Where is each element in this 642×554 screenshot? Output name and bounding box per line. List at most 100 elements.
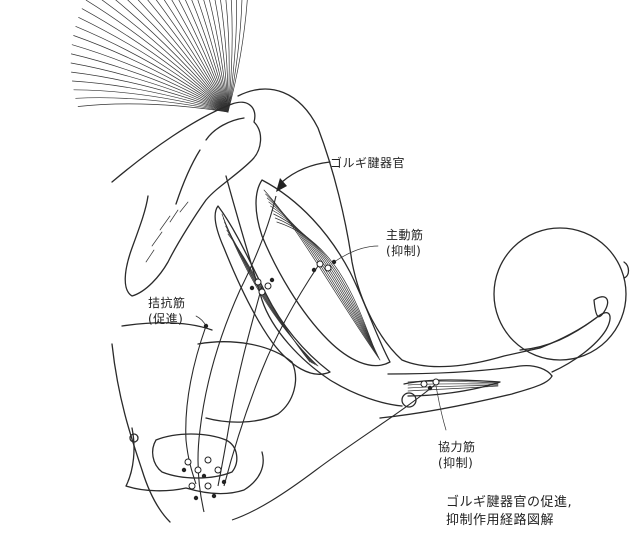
caption-line-2: 抑制作用経路図解 (446, 513, 555, 528)
muscle-fiber-line (266, 197, 379, 358)
muscle-fiber-lines (221, 189, 499, 392)
synapse-dot (427, 385, 433, 391)
brachialis-outline (214, 205, 331, 375)
nerve-pathway-return (217, 285, 263, 487)
muscle-fiber-line (171, 0, 229, 113)
muscle-fiber-line (214, 0, 229, 113)
forearm-muscle (403, 379, 501, 397)
muscle-fiber-line (75, 26, 229, 113)
agonist-effect-label: (抑制) (386, 244, 422, 258)
synapse-dot (311, 267, 317, 273)
synapse-ring (432, 378, 440, 386)
ball (493, 227, 627, 361)
muscle-fiber-line (265, 193, 380, 359)
synapse-ring (316, 260, 324, 268)
ball-knob (623, 261, 630, 279)
muscle-fiber-line (115, 0, 229, 113)
scapula-hatching (145, 201, 189, 263)
muscle-fiber-line (209, 0, 229, 113)
synapse-dot (221, 479, 227, 485)
muscle-fiber-line (71, 44, 229, 113)
synapse-ring (214, 466, 222, 474)
golgi-arrowhead (276, 178, 287, 192)
nerve-pathway-antagonist (185, 325, 207, 485)
shoulder-outline (111, 101, 262, 297)
synapse-ring (324, 264, 332, 272)
thumb-outline (593, 296, 609, 318)
synapse-ring (204, 482, 212, 490)
muscle-fiber-line (155, 0, 229, 113)
synapse-ring (420, 380, 428, 388)
shoulder-muscle-fibers (70, 0, 248, 113)
muscle-fiber-line (273, 213, 376, 351)
muscle-fiber-line (127, 0, 229, 113)
forearm-lower-edge (379, 375, 553, 419)
muscle-fiber-line (81, 8, 229, 113)
synapse-ring (254, 278, 262, 286)
muscle-fiber-line (178, 0, 229, 113)
biceps-outline (255, 179, 391, 367)
muscle-fiber-line (147, 0, 229, 113)
muscle-fiber-line (70, 53, 229, 113)
nerve-pathway-golgi (197, 195, 277, 513)
muscle-fiber-line (75, 97, 229, 113)
caption-line-1: ゴルギ腱器官の促進, (446, 495, 573, 510)
muscle-fiber-line (220, 0, 229, 113)
synapse-ring (204, 456, 212, 464)
antagonist-effect-label: (促進) (148, 312, 184, 326)
muscle-fiber-line (271, 209, 377, 353)
muscle-fiber-line (163, 0, 229, 113)
agonist-label: 主動筋 (386, 228, 424, 242)
muscle-fiber-line (227, 0, 248, 113)
muscle-fiber-line (70, 62, 229, 113)
muscle-fiber-line (407, 383, 499, 386)
muscle-fiber-line (225, 0, 230, 113)
muscle-fiber-line (85, 0, 229, 113)
golgi-pointer-line (281, 161, 331, 183)
muscle-fiber-line (77, 103, 229, 113)
hand-outline (519, 312, 611, 373)
vertebra (197, 341, 297, 423)
muscle-fiber-line (222, 217, 317, 366)
synapse-ring (264, 282, 272, 290)
scapula-spine (175, 117, 245, 205)
muscle-fiber-line (137, 0, 229, 113)
muscle-fiber-line (227, 0, 233, 113)
spinal-cord-inner (151, 433, 238, 479)
nerve-pathway-synergist (231, 383, 437, 521)
synapse-points (181, 259, 440, 501)
synapse-dot (203, 323, 209, 329)
torso-contour (111, 322, 213, 523)
synapse-dot (249, 285, 255, 291)
synapse-dot (211, 493, 217, 499)
muscle-fiber-line (197, 0, 229, 113)
synapse-ring (184, 458, 192, 466)
muscle-fiber-line (191, 0, 229, 113)
muscle-fiber-line (276, 221, 374, 348)
forearm-upper-edge (387, 364, 553, 377)
muscle-fiber-line (71, 71, 229, 113)
synapse-dot (269, 277, 275, 283)
muscle-fiber-line (407, 385, 499, 392)
muscle-fiber-line (73, 35, 229, 113)
agonist-leader (333, 245, 379, 263)
synapse-dot (331, 259, 337, 265)
muscle-fiber-line (227, 0, 237, 113)
nerve-pathway-agonist (223, 265, 319, 487)
synergist-label: 協力筋 (438, 440, 476, 454)
muscle-fiber-line (203, 0, 229, 113)
synapse-dot (193, 495, 199, 501)
muscle-fiber-line (101, 0, 229, 113)
golgi-tendon-organ-label: ゴルギ腱器官 (330, 156, 406, 170)
rib-end (129, 433, 139, 443)
synapse-dot (201, 473, 207, 479)
synergist-leader (435, 385, 447, 431)
muscle-fiber-line (274, 217, 375, 350)
synapse-ring (188, 482, 196, 490)
humerus (225, 175, 403, 407)
synapse-dot (181, 467, 187, 473)
muscle-fiber-line (78, 17, 229, 113)
muscle-fiber-line (185, 0, 229, 113)
